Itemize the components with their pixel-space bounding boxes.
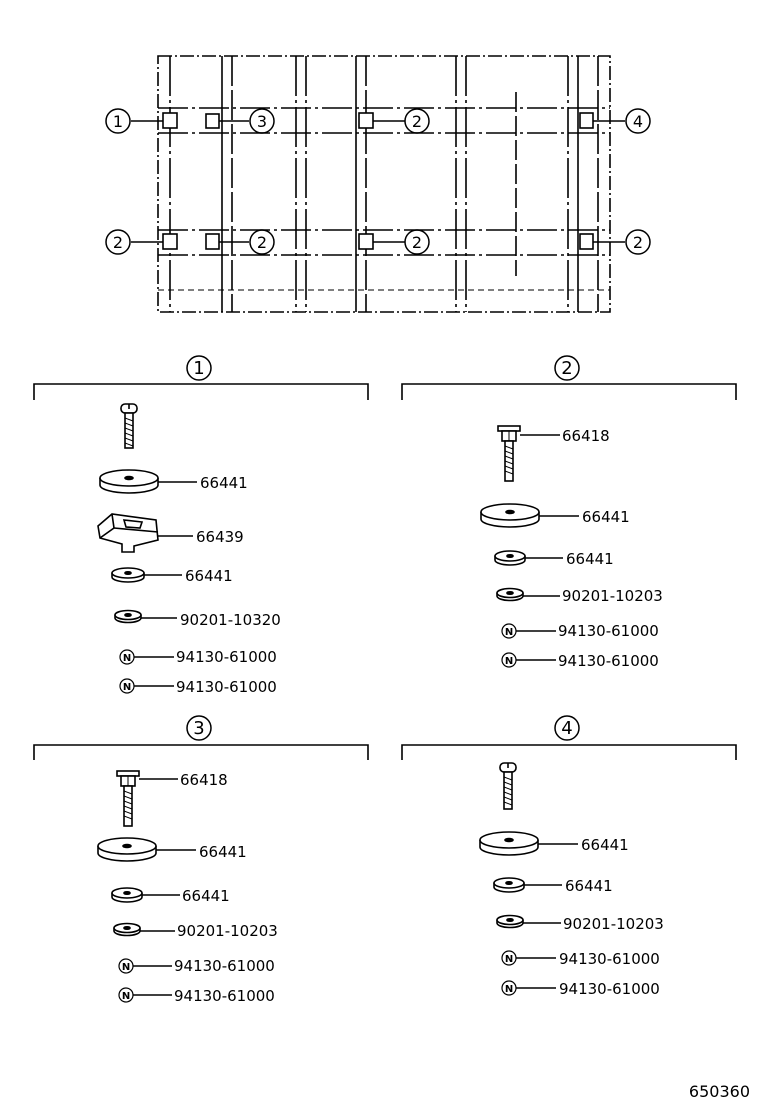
part-label: 94130-61000 xyxy=(558,652,659,670)
part-label: 66441 xyxy=(185,567,233,585)
small-washer-icon xyxy=(494,550,563,566)
bracket-clip-icon xyxy=(97,513,193,553)
part-label: 66441 xyxy=(565,877,613,895)
frame-marker-2: 2 xyxy=(113,233,123,252)
part-label: 94130-61000 xyxy=(559,980,660,998)
nut-icon xyxy=(501,950,556,966)
large-washer-icon xyxy=(479,831,578,856)
part-label: 94130-61000 xyxy=(174,987,275,1005)
part-label: 66441 xyxy=(199,843,247,861)
frame-marker-4: 4 xyxy=(633,112,643,131)
part-label: 66418 xyxy=(562,427,610,445)
part-label: 94130-61000 xyxy=(558,622,659,640)
lock-washer-icon xyxy=(114,609,177,624)
nut-mark: N xyxy=(122,962,130,973)
nut-mark: N xyxy=(122,991,130,1002)
large-washer-icon xyxy=(99,469,197,494)
group-4-number: 4 xyxy=(561,718,572,739)
part-label: 94130-61000 xyxy=(559,950,660,968)
group-3-parts xyxy=(97,770,196,1003)
group-2-parts xyxy=(480,425,579,668)
small-washer-icon xyxy=(493,877,562,893)
part-label: 66418 xyxy=(180,771,228,789)
part-label: 94130-61000 xyxy=(176,678,277,696)
group-4-parts xyxy=(479,762,578,996)
part-label: 90201-10203 xyxy=(563,915,664,933)
nut-icon xyxy=(118,987,172,1003)
lock-washer-icon xyxy=(496,914,561,929)
part-label: 90201-10203 xyxy=(177,922,278,940)
nut-mark: N xyxy=(123,653,131,664)
frame-marker-2: 2 xyxy=(633,233,643,252)
nut-icon xyxy=(501,623,556,639)
frame-marker-2: 2 xyxy=(257,233,267,252)
small-washer-icon xyxy=(111,887,180,903)
part-label: 66441 xyxy=(200,474,248,492)
large-washer-icon xyxy=(97,837,196,862)
part-label: 66441 xyxy=(566,550,614,568)
frame-marker-1: 1 xyxy=(113,112,123,131)
group-headers xyxy=(33,355,737,760)
screw-icon xyxy=(499,762,517,810)
nut-mark: N xyxy=(123,682,131,693)
large-washer-icon xyxy=(480,503,579,528)
part-label: 66441 xyxy=(182,887,230,905)
nut-icon xyxy=(119,678,174,694)
nut-mark: N xyxy=(505,656,513,667)
frame-marker-3: 3 xyxy=(257,112,267,131)
nut-mark: N xyxy=(505,627,513,638)
part-label: 66439 xyxy=(196,528,244,546)
part-label: 66441 xyxy=(581,836,629,854)
flange-bolt-icon xyxy=(116,770,178,827)
nut-icon xyxy=(501,652,556,668)
part-label: 94130-61000 xyxy=(174,957,275,975)
nut-icon xyxy=(118,958,172,974)
group-2-number: 2 xyxy=(561,358,572,379)
part-label: 90201-10320 xyxy=(180,611,281,629)
group-1-number: 1 xyxy=(193,358,204,379)
group-3-number: 3 xyxy=(193,718,204,739)
group-1-parts xyxy=(97,403,197,694)
lock-washer-icon xyxy=(496,587,560,602)
nut-mark: N xyxy=(505,984,513,995)
small-washer-icon xyxy=(111,567,182,583)
part-label: 66441 xyxy=(582,508,630,526)
nut-mark: N xyxy=(505,954,513,965)
part-label: 94130-61000 xyxy=(176,648,277,666)
diagram-code: 650360 xyxy=(689,1082,750,1101)
screw-icon xyxy=(120,403,138,449)
frame-marker-2: 2 xyxy=(412,112,422,131)
frame-marker-2: 2 xyxy=(412,233,422,252)
nut-icon xyxy=(501,980,556,996)
flange-bolt-icon xyxy=(497,425,560,482)
nut-icon xyxy=(119,649,174,665)
part-label: 90201-10203 xyxy=(562,587,663,605)
frame-overview xyxy=(105,55,651,313)
lock-washer-icon xyxy=(113,922,175,937)
